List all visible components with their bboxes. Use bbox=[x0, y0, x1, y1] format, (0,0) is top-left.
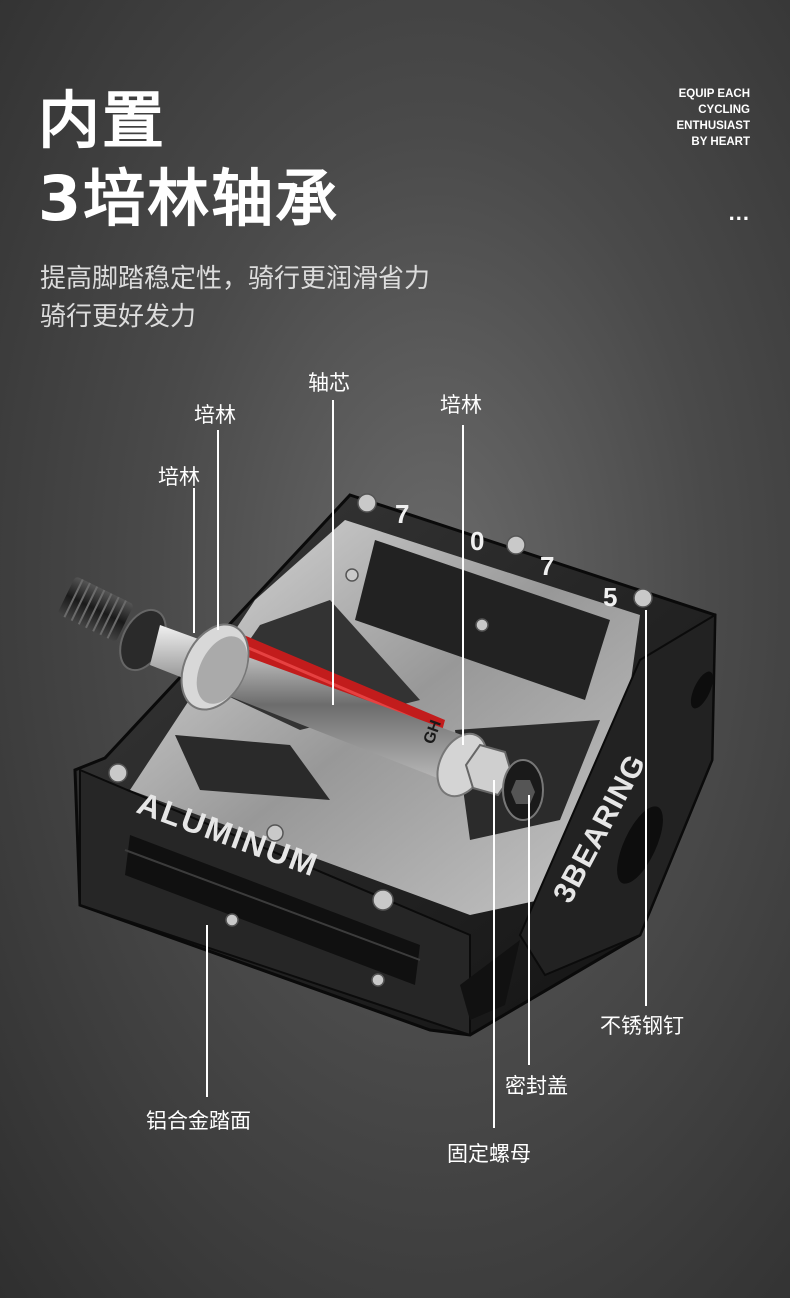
tagline-line: EQUIP EACH bbox=[678, 88, 750, 100]
callout-bearing-right: 培林 bbox=[440, 393, 482, 417]
leader-bearing-mid bbox=[217, 430, 219, 630]
callout-bearing-mid: 培林 bbox=[194, 403, 236, 427]
leader-bearing-left bbox=[193, 488, 195, 633]
model-digit: 7 bbox=[395, 499, 409, 529]
steel-pins bbox=[108, 493, 653, 987]
callout-alloy-face: 铝合金踏面 bbox=[146, 1109, 251, 1133]
leader-steel-pin bbox=[645, 610, 647, 1006]
page-title: 内置 3培林轴承 bbox=[38, 82, 339, 238]
subtitle-line-1: 提高脚踏稳定性，骑行更润滑省力 bbox=[40, 264, 431, 294]
callout-seal-cap: 密封盖 bbox=[505, 1074, 568, 1098]
callout-axle-core: 轴芯 bbox=[308, 371, 350, 395]
leader-bearing-right bbox=[462, 425, 464, 745]
subtitle: 提高脚踏稳定性，骑行更润滑省力 骑行更好发力 bbox=[40, 260, 430, 336]
model-digit: 7 bbox=[540, 551, 554, 581]
tagline-line: BY HEART bbox=[691, 136, 750, 148]
leader-axle-core bbox=[332, 400, 334, 705]
leader-seal-cap bbox=[528, 795, 530, 1065]
leader-alloy-face bbox=[206, 925, 208, 1097]
callout-bearing-left: 培林 bbox=[158, 465, 200, 489]
callout-steel-pin: 不锈钢钉 bbox=[600, 1014, 684, 1038]
axle-assembly: GH bbox=[58, 577, 544, 821]
leader-lock-nut bbox=[493, 780, 495, 1128]
model-digit: 5 bbox=[603, 582, 617, 612]
title-line-1: 内置 bbox=[38, 84, 167, 157]
title-line-2: 3培林轴承 bbox=[38, 162, 340, 235]
callout-lock-nut: 固定螺母 bbox=[447, 1142, 531, 1166]
tagline-line: CYCLING bbox=[698, 104, 750, 116]
more-dots: ... bbox=[728, 200, 750, 225]
subtitle-line-2: 骑行更好发力 bbox=[40, 302, 197, 332]
model-digit: 0 bbox=[470, 526, 484, 556]
tagline-line: ENTHUSIAST bbox=[676, 120, 750, 132]
brand-tagline: EQUIP EACH CYCLING ENTHUSIAST BY HEART bbox=[677, 86, 750, 150]
